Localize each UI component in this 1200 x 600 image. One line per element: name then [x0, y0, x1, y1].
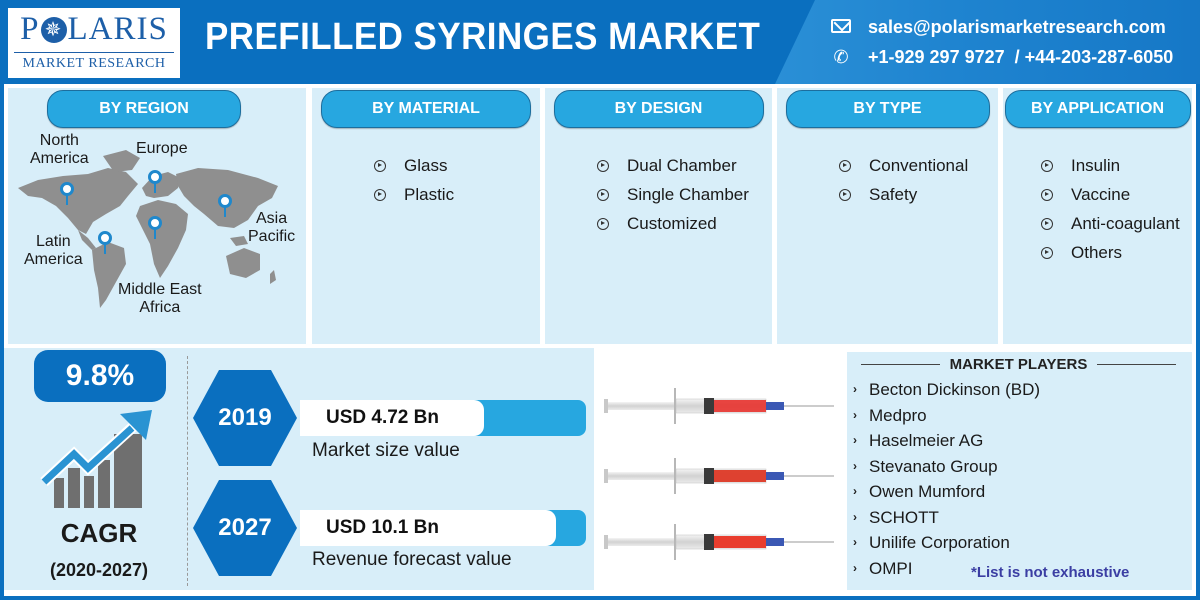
arrow-circle-icon	[839, 188, 851, 201]
market-overview: 9.8% CAGR (2020-2027) USD 4.72 Bn 2019 M…	[4, 348, 594, 590]
cagr-value: 9.8%	[34, 350, 166, 402]
list-item: ›Medpro	[853, 403, 1040, 429]
segment-design: BY DESIGN Dual Chamber Single Chamber Cu…	[545, 88, 772, 344]
logo: P✵LARIS MARKET RESEARCH	[8, 8, 180, 78]
chevron-right-icon: ›	[853, 407, 857, 422]
segment-material: BY MATERIAL Glass Plastic	[312, 88, 540, 344]
chevron-right-icon: ›	[853, 535, 857, 549]
logo-brand: P✵LARIS	[20, 11, 168, 47]
list-item: Others	[1041, 238, 1180, 267]
cagr-label: CAGR	[60, 518, 138, 548]
arrow-circle-icon	[839, 159, 851, 172]
arrow-circle-icon	[597, 217, 609, 230]
list-item: Vaccine	[1041, 180, 1180, 209]
map-pin-asia-pacific	[218, 194, 232, 217]
email-text[interactable]: sales@polarismarketresearch.com	[868, 17, 1166, 37]
chevron-right-icon: ›	[853, 560, 857, 575]
application-list: Insulin Vaccine Anti-coagulant Others	[1041, 151, 1180, 267]
list-item: Dual Chamber	[597, 151, 749, 180]
arrow-circle-icon	[1041, 217, 1053, 230]
phone-text[interactable]: +1-929 297 9727 / +44-203-287-6050	[868, 47, 1174, 67]
syringes-illustration	[596, 356, 844, 592]
chevron-right-icon: ›	[853, 484, 857, 498]
logo-subtitle: MARKET RESEARCH	[22, 56, 166, 71]
syringe-icon	[604, 388, 834, 560]
header: P✵LARIS MARKET RESEARCH PREFILLED SYRING…	[0, 0, 1200, 84]
list-item: Safety	[839, 180, 968, 209]
market-players-title: MARKET PLAYERS	[861, 356, 1176, 373]
list-item: Insulin	[1041, 151, 1180, 180]
year-hexagon-2027: 2027	[193, 480, 297, 576]
list-item: ›Haselmeier AG	[853, 428, 1040, 454]
phone-icon: ✆	[833, 47, 849, 67]
segment-header-type: BY TYPE	[785, 90, 990, 128]
segment-type: BY TYPE Conventional Safety	[777, 88, 998, 344]
arrow-circle-icon	[597, 188, 609, 201]
segment-header-material: BY MATERIAL	[321, 90, 531, 128]
arrow-circle-icon	[374, 159, 386, 172]
compass-star-icon: ✵	[40, 17, 67, 43]
list-item: ›Owen Mumford	[853, 479, 1040, 505]
region-label-europe: Europe	[136, 140, 188, 157]
list-disclaimer: *List is not exhaustive	[971, 564, 1130, 581]
design-list: Dual Chamber Single Chamber Customized	[597, 151, 749, 238]
market-size-value-2027: USD 10.1 Bn	[300, 510, 556, 546]
list-item: Glass	[374, 151, 454, 180]
contact-email[interactable]: sales@polarismarketresearch.com	[828, 17, 1166, 38]
market-players: MARKET PLAYERS ›Becton Dickinson (BD) ›M…	[847, 352, 1192, 590]
players-list: ›Becton Dickinson (BD) ›Medpro ›Haselmei…	[853, 377, 1040, 581]
map-pin-europe	[148, 170, 162, 193]
map-pin-north-america	[60, 182, 74, 205]
chevron-right-icon: ›	[853, 509, 857, 524]
contact-phone[interactable]: ✆ +1-929 297 9727 / +44-203-287-6050	[828, 47, 1173, 68]
arrow-circle-icon	[1041, 159, 1053, 172]
list-item: ›Becton Dickinson (BD)	[853, 377, 1040, 403]
year-hexagon-2019: 2019	[193, 370, 297, 466]
market-size-value-2019: USD 4.72 Bn	[300, 400, 484, 436]
list-item: ›Unilife Corporation	[853, 530, 1040, 556]
world-map-icon	[18, 150, 278, 308]
list-item: ›SCHOTT	[853, 505, 1040, 531]
map-pin-latin-america	[98, 231, 112, 254]
arrow-circle-icon	[597, 159, 609, 172]
logo-rule	[14, 52, 174, 53]
arrow-circle-icon	[1041, 246, 1053, 259]
market-size-caption-2019: Market size value	[312, 440, 460, 461]
growth-chart-icon	[40, 410, 152, 508]
map-pin-middle-east-africa	[148, 216, 162, 239]
segment-header-application: BY APPLICATION	[1004, 90, 1191, 128]
chevron-right-icon: ›	[853, 382, 857, 396]
segment-header-region: BY REGION	[47, 90, 241, 128]
list-item: Plastic	[374, 180, 454, 209]
chevron-right-icon: ›	[853, 433, 857, 447]
list-item: ›Stevanato Group	[853, 454, 1040, 480]
market-size-caption-2027: Revenue forecast value	[312, 549, 512, 570]
material-list: Glass Plastic	[374, 151, 454, 209]
arrow-circle-icon	[1041, 188, 1053, 201]
list-item: Anti-coagulant	[1041, 209, 1180, 238]
chevron-right-icon: ›	[853, 458, 857, 473]
cagr-period: (2020-2027)	[49, 560, 149, 580]
list-item: Conventional	[839, 151, 968, 180]
arrow-circle-icon	[374, 188, 386, 201]
list-item: Customized	[597, 209, 749, 238]
dashed-divider	[187, 356, 188, 586]
contact-band	[775, 0, 1200, 84]
list-item: Single Chamber	[597, 180, 749, 209]
segment-application: BY APPLICATION Insulin Vaccine Anti-coag…	[1003, 88, 1192, 344]
page-title: PREFILLED SYRINGES MARKET	[205, 16, 761, 58]
envelope-icon	[828, 17, 854, 38]
type-list: Conventional Safety	[839, 151, 968, 209]
segment-header-design: BY DESIGN	[553, 90, 764, 128]
list-item: ›OMPI	[853, 556, 1040, 582]
